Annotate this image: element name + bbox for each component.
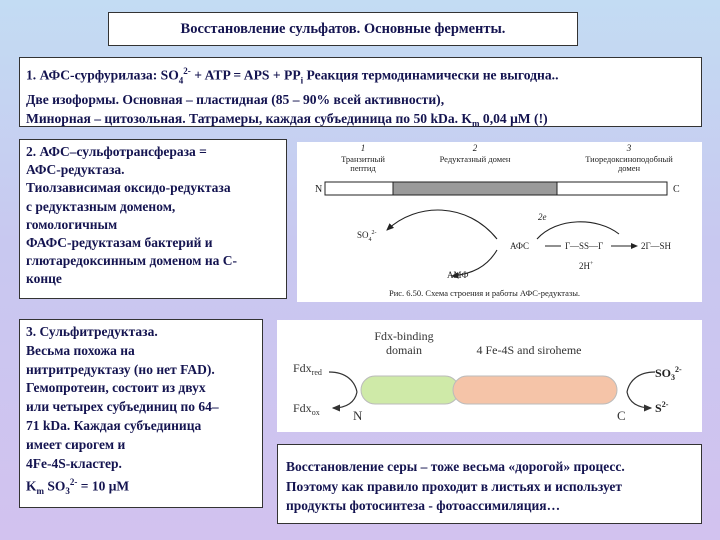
sulfite-arc-top	[626, 371, 656, 393]
enzyme-1-sub2: i	[300, 75, 304, 86]
domain-1-name-2: пептид	[350, 163, 376, 173]
fdx-binding-label-2: domain	[386, 343, 422, 357]
summary-line: продукты фотосинтеза - фотоассимиляция…	[286, 498, 561, 513]
enzyme-3-box: 3. Сульфитредуктаза. Весьма похожа на ни…	[19, 319, 263, 508]
sulfite-label: SO32-	[655, 365, 682, 382]
page-title: Восстановление сульфатов. Основные ферме…	[108, 12, 578, 46]
summary-box: Восстановление серы – тоже весьма «дорог…	[277, 444, 702, 524]
enzyme-1-line-3-a: Минорная – цитозольная. Татрамеры, кажда…	[26, 111, 473, 127]
aps-reductase-diagram: 1 Транзитный пептид 2 Редуктазный домен …	[315, 143, 680, 298]
enzyme-3-line: или четырех субъединиц по 64–	[26, 399, 219, 415]
domain-2-number: 2	[473, 143, 478, 153]
enzyme-3-line: нитритредуктазу (но нет FAD).	[26, 361, 215, 377]
n-terminus: N	[315, 184, 322, 195]
summary-line: Восстановление серы – тоже весьма «дорог…	[286, 459, 625, 474]
enzyme-1-line-3: Минорная – цитозольная. Татрамеры, кажда…	[26, 109, 695, 134]
enzyme-2-line: 2. АФС–сульфотрансфераза =	[26, 144, 207, 159]
enzyme-3-line: 4Fe-4S-кластер.	[26, 455, 122, 471]
fdx-ox-label: Fdxox	[293, 401, 320, 417]
enzyme-3-line: имеет сирогем и	[26, 436, 126, 452]
fdx-binding-label: Fdx-binding	[374, 329, 433, 343]
figure-caption: Рис. 6.50. Схема строения и работы АФС-р…	[389, 288, 580, 298]
enzyme-1-text-c: Реакция термодинамически не выгодна..	[303, 67, 559, 83]
domain-3-name: Тиоредоксиноподобный	[585, 154, 673, 164]
enzyme-1-box: 1. АФС-сурфурилаза: SO42- + ATP = APS + …	[19, 57, 702, 129]
enzyme-3-line: 3. Сульфитредуктаза.	[26, 324, 158, 339]
km-sub2: 3	[65, 486, 70, 497]
electrons-label: 2e	[538, 212, 547, 222]
km-k: K	[26, 478, 37, 494]
arc-electrons	[536, 221, 620, 240]
enzyme-1-line-2: Две изоформы. Основная – пластидная (85 …	[26, 92, 445, 108]
c-terminus: C	[673, 184, 680, 195]
fdx-arc-bottom	[331, 391, 358, 412]
summary-line: Поэтому как правило проходит в листьях и…	[286, 478, 623, 494]
siroheme-label: 4 Fe-4S and siroheme	[477, 343, 582, 357]
domain-2-name: Редуктазный домен	[440, 154, 511, 164]
gsh-label: 2Г—SH	[641, 241, 671, 251]
sulfite-arc-bottom	[626, 391, 653, 412]
n-terminus-2: N	[353, 408, 363, 423]
enzyme-1-line-3-sub: m	[472, 118, 480, 129]
sulfite-reductase-diagram: Fdxred Fdxox Fdx-binding domain 4 Fe-4S …	[293, 329, 682, 423]
km-value: = 10 μM	[77, 478, 130, 494]
enzyme-1-text-b: + ATP = APS + PP	[190, 67, 301, 83]
arc-aps-to-so3	[386, 209, 498, 240]
enzyme-3-line: Весьма похожа на	[26, 342, 135, 358]
enzyme-2-line: конце	[26, 271, 62, 287]
enzyme-1-text-a: 1. АФС-сурфурилаза: SO	[26, 67, 179, 83]
siroheme-domain	[452, 375, 618, 405]
enzyme-1-sub: 4	[178, 75, 184, 86]
enzyme-2-line: с редуктазным доменом,	[26, 198, 176, 214]
gssg-label: Г—SS—Г	[565, 241, 603, 251]
fdx-binding-domain	[360, 375, 460, 405]
enzyme-2-box: 2. АФС–сульфотрансфераза = АФС-редуктаза…	[19, 139, 287, 299]
enzyme-2-line: гомологичным	[26, 216, 118, 232]
domain-1-name: Транзитный	[341, 154, 385, 164]
domain-1-number: 1	[361, 143, 366, 153]
protons-label: 2H+	[579, 261, 594, 271]
c-terminus-2: C	[617, 408, 626, 423]
km-sub: m	[36, 486, 45, 497]
arc-aps-to-amp	[450, 249, 498, 279]
enzyme-1-line-1: 1. АФС-сурфурилаза: SO42- + ATP = APS + …	[26, 62, 695, 90]
sulfite-reductase-figure: Fdxred Fdxox Fdx-binding domain 4 Fe-4S …	[277, 320, 702, 432]
amp-label: АМФ	[447, 270, 469, 280]
transit-peptide-segment	[324, 181, 394, 196]
aps-label: АФС	[510, 241, 529, 251]
enzyme-2-line: Тиолзависимая оксидо-редуктаза	[26, 180, 231, 196]
enzyme-2-line: ФАФС-редуктазам бактерий и	[26, 235, 213, 251]
enzyme-3-line: Гемопротеин, состоит из двух	[26, 380, 206, 396]
domain-3-name-2: домен	[618, 163, 641, 173]
km-so: SO	[44, 478, 66, 494]
enzyme-3-line: 71 kDa. Каждая субъединица	[26, 417, 202, 433]
enzyme-2-line: глютаредоксинным доменом на С-	[26, 253, 237, 269]
so4-label: SO42-	[357, 230, 377, 243]
sulfide-label: S2-	[655, 400, 669, 415]
enzyme-2-line: АФС-редуктаза.	[26, 162, 125, 178]
enzyme-1-sup: 2-	[183, 66, 191, 76]
fdx-red-label: Fdxred	[293, 361, 322, 377]
enzyme-1-line-3-b: 0,04 μM (!)	[479, 111, 548, 127]
domain-3-number: 3	[626, 143, 632, 153]
reductase-domain-segment	[392, 181, 558, 196]
thioredoxin-domain-segment	[556, 181, 668, 196]
aps-reductase-figure: 1 Транзитный пептид 2 Редуктазный домен …	[297, 142, 702, 302]
km-sup: 2-	[69, 477, 78, 488]
enzyme-3-km: Km SO32- = 10 μM	[26, 473, 256, 501]
page-title-text: Восстановление сульфатов. Основные ферме…	[180, 20, 506, 37]
fdx-arc-top	[328, 371, 358, 393]
